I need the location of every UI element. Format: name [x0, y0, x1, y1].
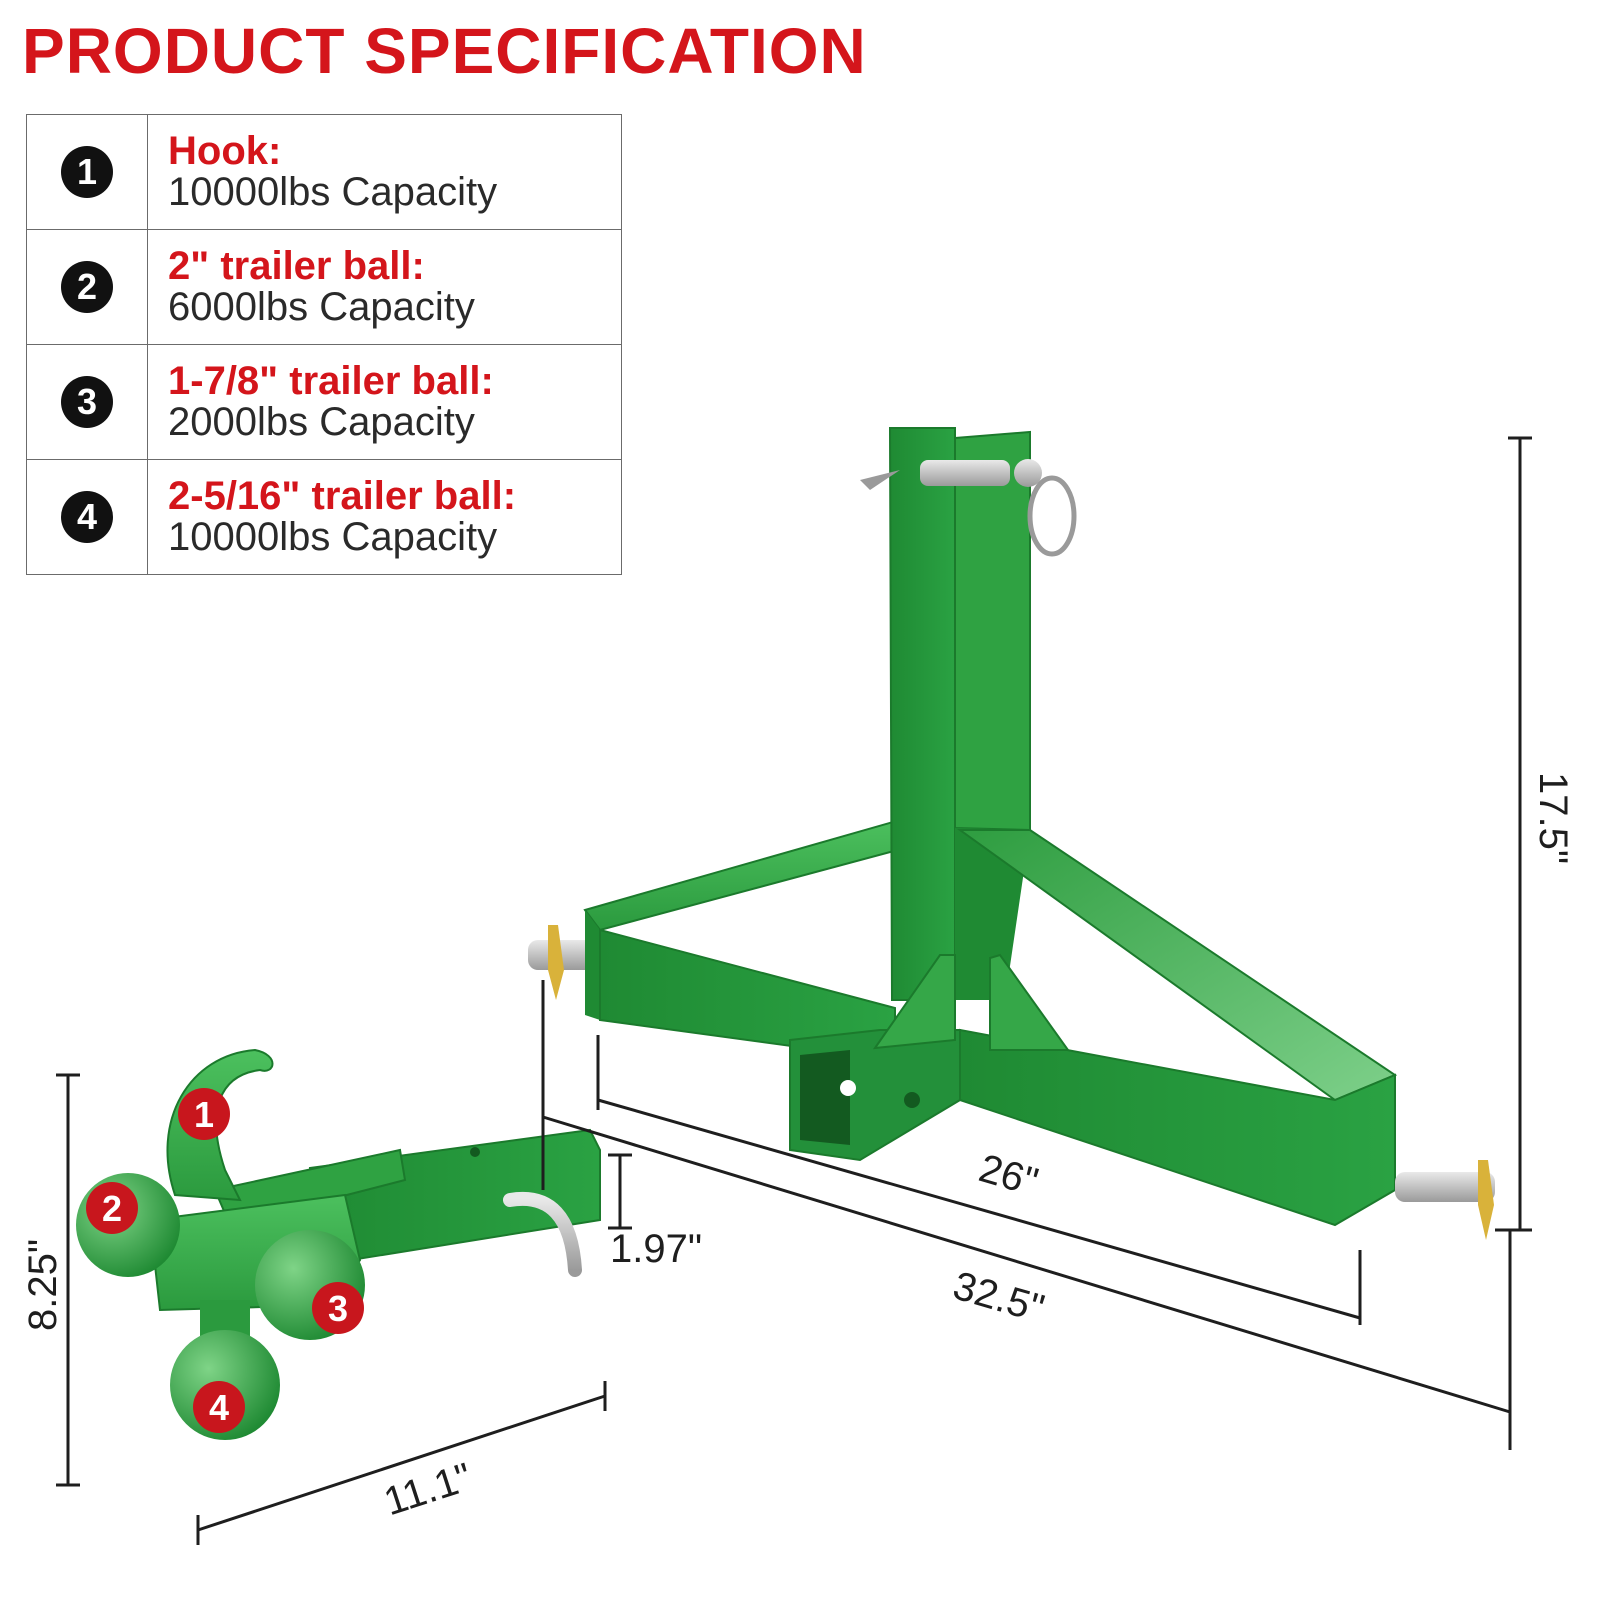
callout-circle [178, 1088, 230, 1140]
callout-circle [86, 1182, 138, 1234]
mast-lower [955, 828, 1030, 1000]
spec-row: 2 2" trailer ball:6000lbs Capacity [26, 229, 622, 345]
callout-circle [312, 1282, 364, 1334]
number-badge: 4 [61, 491, 113, 543]
left-lynch-pin [548, 925, 564, 1000]
spec-capacity: 10000lbs Capacity [168, 515, 498, 559]
spec-name: 1-7/8" trailer ball: [168, 359, 494, 403]
gusset-left [872, 954, 956, 1050]
number-badge: 2 [61, 261, 113, 313]
callout-label: 3 [328, 1288, 348, 1329]
spec-row: 4 2-5/16" trailer ball:10000lbs Capacity [26, 459, 622, 575]
right-lynch-pin [1478, 1160, 1494, 1240]
spec-capacity: 6000lbs Capacity [168, 285, 475, 329]
dim-label-mount-height: 8.25" [21, 1239, 65, 1331]
spec-table: 1 Hook:10000lbs Capacity 2 2" trailer ba… [26, 114, 622, 575]
callout-label: 4 [209, 1387, 229, 1428]
dim-label-outer-width: 32.5" [948, 1264, 1049, 1332]
spec-row: 3 1-7/8" trailer ball:2000lbs Capacity [26, 344, 622, 460]
tri-ball-mount [76, 1048, 601, 1440]
number-badge: 3 [61, 376, 113, 428]
callout-label: 2 [102, 1188, 122, 1229]
top-pin [920, 460, 1010, 486]
left-pin [528, 940, 598, 970]
receiver-opening [800, 1050, 850, 1145]
top-pin-head [1014, 459, 1042, 487]
callout-circle [193, 1381, 245, 1433]
pin-ring [1027, 475, 1077, 557]
spec-name: Hook: [168, 129, 282, 173]
callout-label: 1 [194, 1094, 214, 1135]
dim-label-inner-width: 26" [974, 1146, 1043, 1204]
dim-line-inner-width [597, 1098, 1361, 1320]
callout-1: 1 [178, 1088, 230, 1140]
gusset-right [989, 953, 1070, 1051]
receiver-hole-2 [904, 1092, 920, 1108]
callout-4: 4 [193, 1381, 245, 1433]
spec-name: 2-5/16" trailer ball: [168, 474, 517, 518]
right-pin [1395, 1172, 1495, 1202]
dimension-lines [56, 436, 1532, 1545]
shank-hole [470, 1147, 480, 1157]
bar-end-left [585, 910, 600, 1020]
hitch-pin [503, 1191, 582, 1277]
spec-row: 1 Hook:10000lbs Capacity [26, 114, 622, 230]
number-badge: 1 [61, 146, 113, 198]
mast-right-plate [954, 430, 1031, 832]
mast-left-plate [888, 427, 956, 1001]
left-brace [583, 818, 907, 932]
spec-capacity: 2000lbs Capacity [168, 400, 475, 444]
dim-line-outer-width [542, 1115, 1511, 1414]
dim-line-mount-length [197, 1394, 606, 1532]
callout-3: 3 [312, 1282, 364, 1334]
spec-name: 2" trailer ball: [168, 244, 425, 288]
top-clip [860, 470, 900, 490]
page-title: PRODUCT SPECIFICATION [22, 15, 867, 87]
dim-label-tube: 1.97" [610, 1227, 702, 1271]
three-point-hitch [528, 427, 1495, 1240]
callout-2: 2 [86, 1182, 138, 1234]
receiver-hole [840, 1080, 856, 1096]
dim-label-height: 17.5" [1531, 772, 1575, 864]
spec-capacity: 10000lbs Capacity [168, 170, 498, 214]
